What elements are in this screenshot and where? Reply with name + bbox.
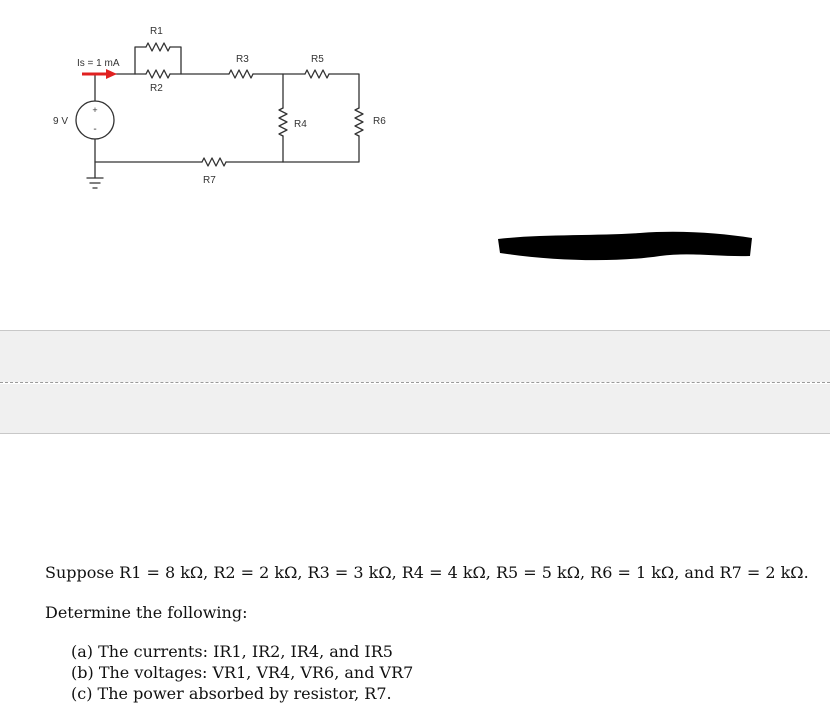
circuit-wires xyxy=(94,46,360,179)
r5-resistor xyxy=(304,69,330,79)
circuit-diagram: + - 9 V Is = 1 mA R1 R2 R3 R5 R4 R6 R7 xyxy=(53,26,386,189)
problem-prompt: Determine the following: xyxy=(45,603,248,622)
r1-label: R1 xyxy=(150,26,163,37)
question-item-c: (c) The power absorbed by resistor, R7. xyxy=(71,684,392,703)
dashed-divider xyxy=(0,382,830,383)
question-item-b: (b) The voltages: VR1, VR4, VR6, and VR7 xyxy=(71,663,414,682)
r6-resistor xyxy=(354,107,364,137)
redaction-mark xyxy=(498,231,752,261)
r1-resistor xyxy=(145,42,171,52)
r7-label: R7 xyxy=(203,175,216,186)
question-list: (a) The currents: IR1, IR2, IR4, and IR5… xyxy=(71,641,815,704)
r4-label: R4 xyxy=(294,119,307,130)
source-voltage-label: 9 V xyxy=(53,116,68,127)
source-minus-sign: - xyxy=(93,124,96,135)
r2-label: R2 xyxy=(150,83,163,94)
r3-resistor xyxy=(228,69,254,79)
r2-resistor xyxy=(145,69,171,79)
question-item-a: (a) The currents: IR1, IR2, IR4, and IR5 xyxy=(71,642,393,661)
r3-label: R3 xyxy=(236,54,249,65)
answer-band-bottom xyxy=(0,384,830,434)
current-source-label: Is = 1 mA xyxy=(77,58,120,69)
answer-band-top xyxy=(0,330,830,382)
source-plus-sign: + xyxy=(92,105,97,115)
r7-resistor xyxy=(201,157,227,167)
problem-statement: Suppose R1 = 8 kΩ, R2 = 2 kΩ, R3 = 3 kΩ,… xyxy=(45,563,809,582)
r5-label: R5 xyxy=(311,54,324,65)
problem-text: Suppose R1 = 8 kΩ, R2 = 2 kΩ, R3 = 3 kΩ,… xyxy=(45,563,815,704)
r4-resistor xyxy=(278,107,288,137)
current-arrow-icon xyxy=(82,69,117,79)
r6-label: R6 xyxy=(373,116,386,127)
voltage-source-icon xyxy=(75,100,115,140)
ground-icon xyxy=(86,177,104,189)
